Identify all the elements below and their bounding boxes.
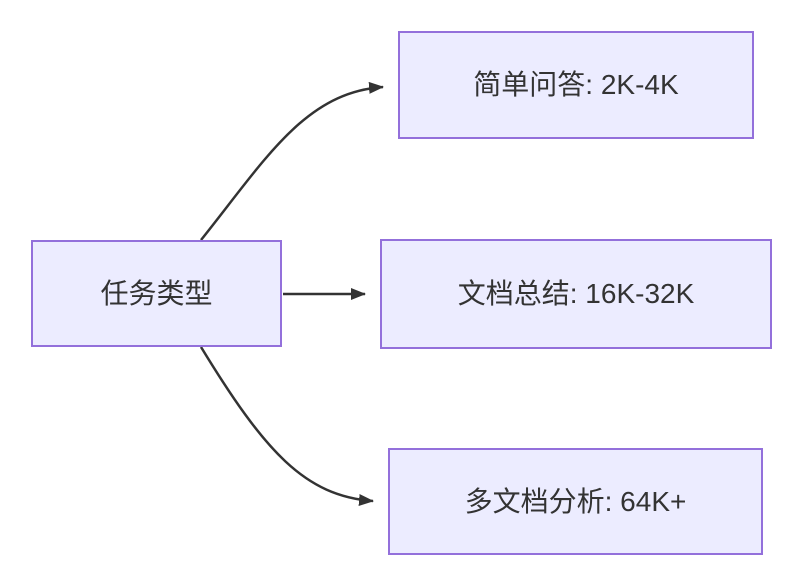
node-task-type: 任务类型	[31, 240, 282, 347]
node-simple-qa: 简单问答: 2K-4K	[398, 31, 754, 139]
node-doc-summary-label: 文档总结: 16K-32K	[457, 278, 695, 310]
node-multidoc-analysis: 多文档分析: 64K+	[388, 448, 763, 555]
node-task-type-label: 任务类型	[100, 277, 213, 309]
edge-root-to-multidoc	[199, 346, 374, 506]
node-doc-summary: 文档总结: 16K-32K	[380, 239, 772, 349]
node-simple-qa-label: 简单问答: 2K-4K	[473, 69, 679, 101]
node-multidoc-analysis-label: 多文档分析: 64K+	[464, 485, 687, 517]
edge-root-to-simple-qa	[200, 81, 384, 241]
